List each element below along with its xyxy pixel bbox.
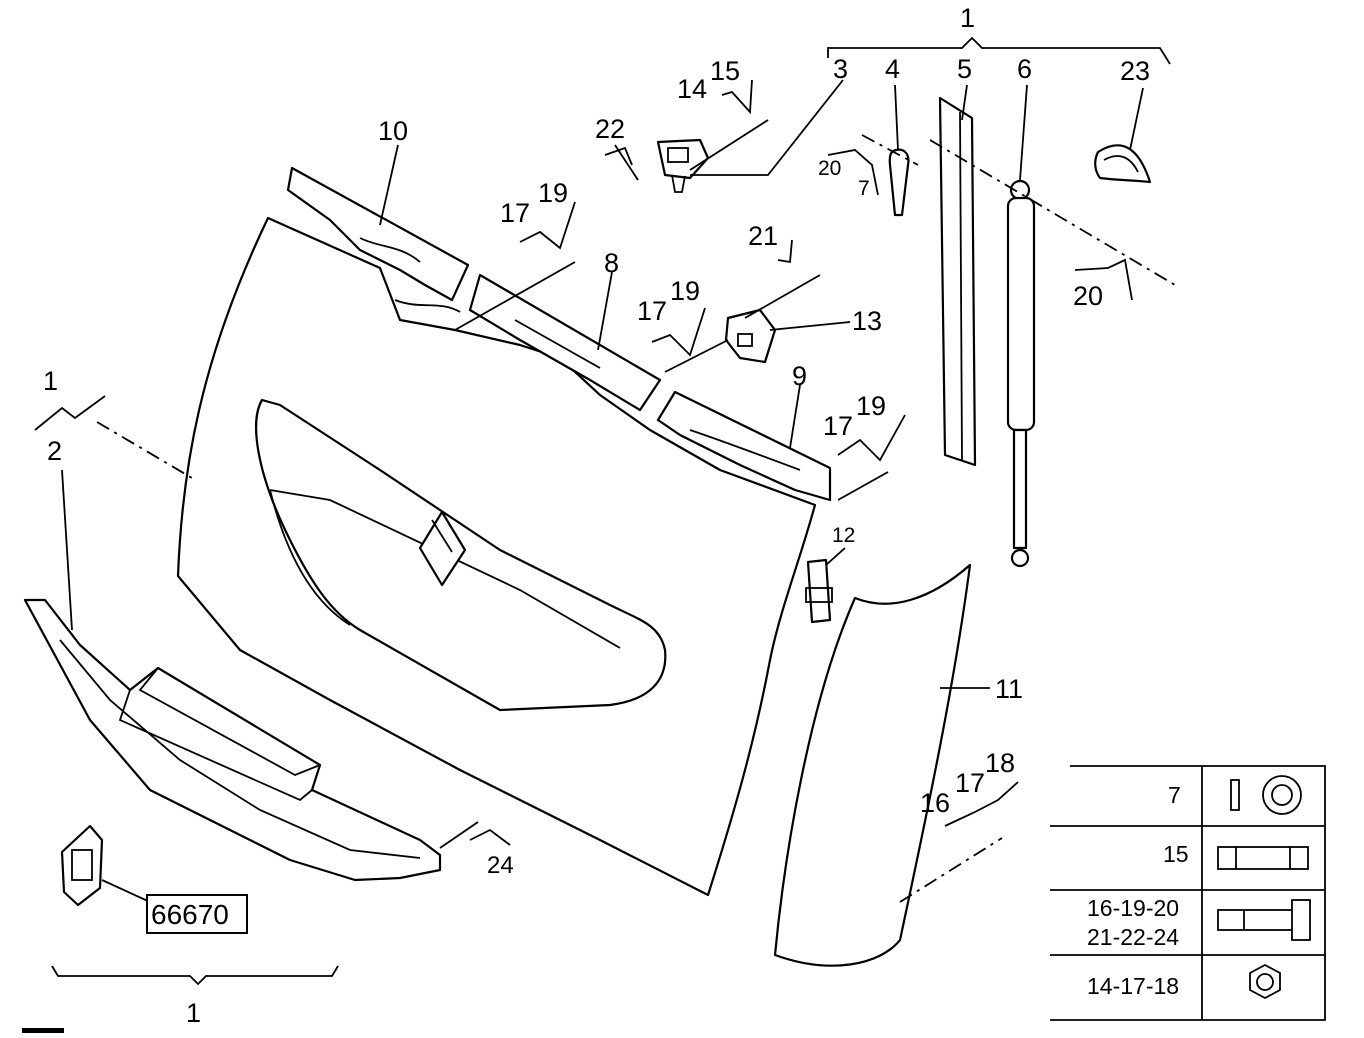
legend-row-2-label: 15 (1163, 841, 1189, 867)
legend-row-3-label-b: 21-22-24 (1087, 924, 1179, 950)
legend-row-3-label-a: 16-19-20 (1087, 895, 1179, 921)
callout-19c: 19 (856, 391, 886, 421)
fastener-ticks (34, 79, 1133, 846)
callout-2: 2 (47, 436, 62, 466)
callout-19a: 19 (538, 178, 568, 208)
clip-13 (724, 308, 777, 364)
callout-20b: 20 (1073, 281, 1103, 311)
washer-icon (1262, 775, 1302, 815)
door-trim-panel (176, 216, 817, 897)
reference-number: 66670 (151, 899, 229, 930)
leader-lines (61, 79, 1176, 903)
corner-mark (22, 1028, 64, 1033)
reference-box (146, 894, 248, 934)
callout-7: 7 (858, 177, 870, 200)
callout-12: 12 (832, 524, 855, 547)
nut-icon (1249, 963, 1281, 1000)
assembly-bracket-top (827, 36, 1171, 65)
callout-5: 5 (957, 54, 972, 84)
callout-14: 14 (677, 74, 707, 104)
callout-19b: 19 (670, 276, 700, 306)
legend-row-4-label: 14-17-18 (1087, 973, 1179, 999)
callout-8: 8 (604, 248, 619, 278)
callout-3: 3 (833, 54, 848, 84)
clip-66670 (60, 824, 104, 907)
cap-23 (1094, 144, 1152, 184)
callout-17a: 17 (500, 198, 530, 228)
trim-strip-8 (468, 273, 662, 412)
pin-4 (888, 148, 910, 217)
callout-10: 10 (378, 116, 408, 146)
callout-9: 9 (792, 361, 807, 391)
fastener-legend-table: 7 15 16-19-20 21-22-24 14-17-18 (1050, 765, 1326, 1021)
callout-11: 11 (995, 674, 1023, 704)
trim-strip-9 (656, 390, 832, 502)
callout-16: 16 (920, 788, 950, 818)
callout-17b: 17 (637, 296, 667, 326)
lower-pocket-2 (23, 598, 442, 882)
pillar-trim-11 (773, 563, 972, 967)
callout-1-bottom: 1 (186, 998, 201, 1028)
callout-1-left: 1 (43, 366, 58, 396)
callout-23: 23 (1120, 56, 1150, 86)
callout-13: 13 (852, 306, 882, 336)
callout-18: 18 (985, 748, 1015, 778)
seal-strip-5 (938, 96, 977, 467)
callout-15: 15 (710, 56, 740, 86)
clip-12 (805, 558, 833, 624)
gas-strut-6 (1006, 179, 1036, 568)
callout-20a: 20 (818, 157, 841, 180)
pin-icon (1230, 779, 1240, 811)
clip-3 (656, 138, 710, 193)
trim-strip-10 (286, 166, 470, 302)
callout-1-top: 1 (960, 3, 975, 33)
screw-icon (1217, 899, 1311, 941)
spacer-sleeve-icon (1217, 846, 1309, 870)
assembly-bracket-bottom (51, 965, 339, 986)
callout-4: 4 (885, 54, 900, 84)
legend-row-1-label: 7 (1168, 782, 1181, 808)
callout-17c: 17 (823, 411, 853, 441)
callout-21: 21 (748, 221, 778, 251)
callout-24: 24 (487, 852, 514, 879)
callout-6: 6 (1017, 54, 1032, 84)
callout-22: 22 (595, 114, 625, 144)
callout-17d: 17 (955, 768, 985, 798)
